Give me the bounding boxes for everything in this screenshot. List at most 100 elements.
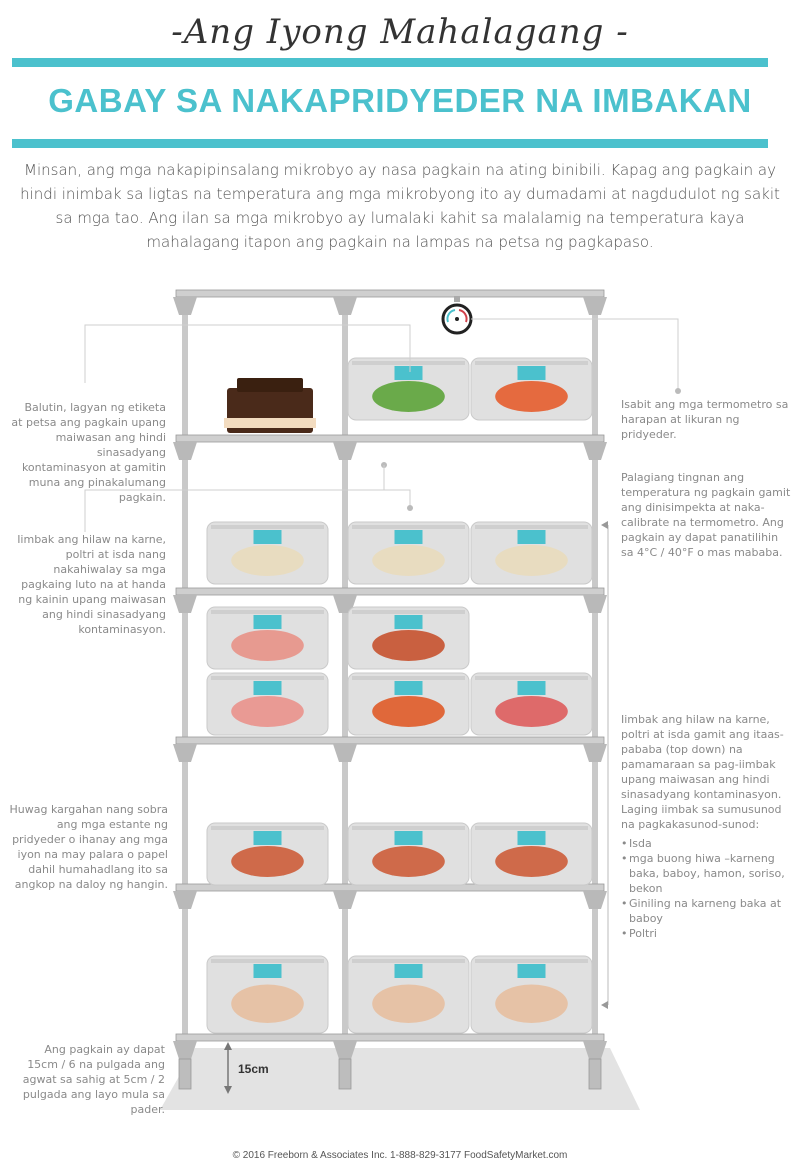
onion-carrots-icon — [495, 380, 568, 412]
shelf-bracket — [173, 297, 197, 315]
container-label — [517, 366, 546, 380]
container-lid — [211, 676, 324, 680]
container-lid — [475, 676, 588, 680]
shelf-board — [175, 434, 605, 443]
container-lid — [211, 959, 324, 963]
note-label-wrap: Balutin, lagyan ng etiketa at petsa ang … — [11, 401, 166, 504]
container-label — [517, 530, 546, 544]
shelf-frame — [173, 289, 607, 1090]
container-label — [253, 681, 282, 695]
lettuce-icon — [372, 380, 445, 412]
intro-text: Minsan, ang mga nakapipinsalang mikrobyo… — [20, 161, 780, 251]
shelf-board — [175, 736, 605, 745]
shelf-foot — [338, 1058, 352, 1090]
container-label — [394, 366, 423, 380]
shelf-board — [175, 289, 605, 298]
shelf-bracket — [173, 595, 197, 613]
container-lid — [475, 826, 588, 830]
container-label — [394, 681, 423, 695]
shelf-foot — [588, 1058, 602, 1090]
note-no-overload: Huwag kargahan nang sobra ang mga estant… — [9, 803, 168, 891]
ham-icon — [231, 695, 304, 727]
container-label — [253, 530, 282, 544]
subtitle: -Ang Iyong Mahalagang - — [171, 12, 629, 52]
container-label — [394, 831, 423, 845]
container-label — [517, 964, 546, 978]
container-lid — [352, 826, 465, 830]
shelf-bracket — [583, 891, 607, 909]
container-label — [394, 615, 423, 629]
container-lid — [352, 525, 465, 529]
shelf-post — [182, 290, 188, 1050]
order-item: Poltri — [621, 926, 791, 941]
ground-meat-icon — [495, 845, 568, 877]
fish-icon — [372, 544, 445, 576]
shelf-bracket — [583, 297, 607, 315]
shelf-bracket — [583, 744, 607, 762]
shelf-bracket — [173, 744, 197, 762]
container-lid — [475, 361, 588, 365]
callout-separate — [84, 489, 411, 532]
container-label — [253, 831, 282, 845]
container-lid — [211, 826, 324, 830]
footer-copyright: © 2016 Freeborn & Associates Inc. 1-888-… — [232, 1150, 568, 1161]
container-lid — [352, 610, 465, 614]
container-label — [517, 681, 546, 695]
ground-meat-icon — [372, 845, 445, 877]
bottom-accent-bar — [12, 139, 768, 148]
shelf-bracket — [333, 891, 357, 909]
shelf-bracket — [333, 1041, 357, 1059]
sausage-icon — [372, 695, 445, 727]
container-lid — [352, 361, 465, 365]
chicken-icon — [372, 984, 445, 1023]
container-label — [394, 964, 423, 978]
floor-gap-label: 15cm — [238, 1062, 269, 1076]
container-label — [394, 530, 423, 544]
container-lid — [475, 525, 588, 529]
shelf-board — [175, 587, 605, 596]
shelf-bracket — [583, 1041, 607, 1059]
container-lid — [352, 676, 465, 680]
shelf-bracket — [333, 297, 357, 315]
shelf-bracket — [333, 744, 357, 762]
container-lid — [352, 959, 465, 963]
container-label — [253, 964, 282, 978]
order-item: Isda — [621, 836, 791, 851]
ground-meat-icon — [231, 845, 304, 877]
order-item: Giniling na karneng baka at baboy — [621, 896, 791, 926]
shelf-bracket — [173, 891, 197, 909]
chicken-icon — [495, 984, 568, 1023]
fish-icon — [495, 544, 568, 576]
shelf-bracket — [333, 442, 357, 460]
beef-cut-icon — [495, 695, 568, 727]
container-lid — [211, 525, 324, 529]
pork-chop-icon — [231, 629, 304, 661]
container-lid — [475, 959, 588, 963]
shelf-foot — [178, 1058, 192, 1090]
cake-top — [237, 378, 303, 392]
container-label — [517, 831, 546, 845]
callout-thermometer — [471, 318, 679, 391]
steak-icon — [372, 629, 445, 661]
note-top-down: Iimbak ang hilaw na karne, poltri at isd… — [621, 712, 791, 941]
top-down-text: Iimbak ang hilaw na karne, poltri at isd… — [621, 713, 784, 831]
container-label — [253, 615, 282, 629]
top-accent-bar — [12, 58, 768, 67]
shelf-board — [175, 1033, 605, 1042]
order-item: mga buong hiwa –karneng baka, baboy, ham… — [621, 851, 791, 896]
note-separate-raw: Iimbak ang hilaw na karne, poltri at isd… — [17, 533, 166, 636]
shelf-post — [342, 290, 348, 1050]
shelf-bracket — [583, 442, 607, 460]
container-lid — [211, 610, 324, 614]
floor-shadow — [160, 1048, 640, 1110]
fish-icon — [231, 544, 304, 576]
containers — [206, 357, 593, 1034]
page-title: GABAY SA NAKAPRIDYEDER NA IMBAKAN — [48, 82, 752, 119]
shelf-bracket — [583, 595, 607, 613]
shelf-bracket — [173, 442, 197, 460]
cake-layer — [224, 418, 316, 428]
note-check-temp: Palagiang tingnan ang temperatura ng pag… — [621, 471, 791, 559]
storage-order-list: Isda mga buong hiwa –karneng baka, baboy… — [621, 836, 791, 941]
shelf-bracket — [173, 1041, 197, 1059]
thermometer-icon — [441, 296, 473, 335]
